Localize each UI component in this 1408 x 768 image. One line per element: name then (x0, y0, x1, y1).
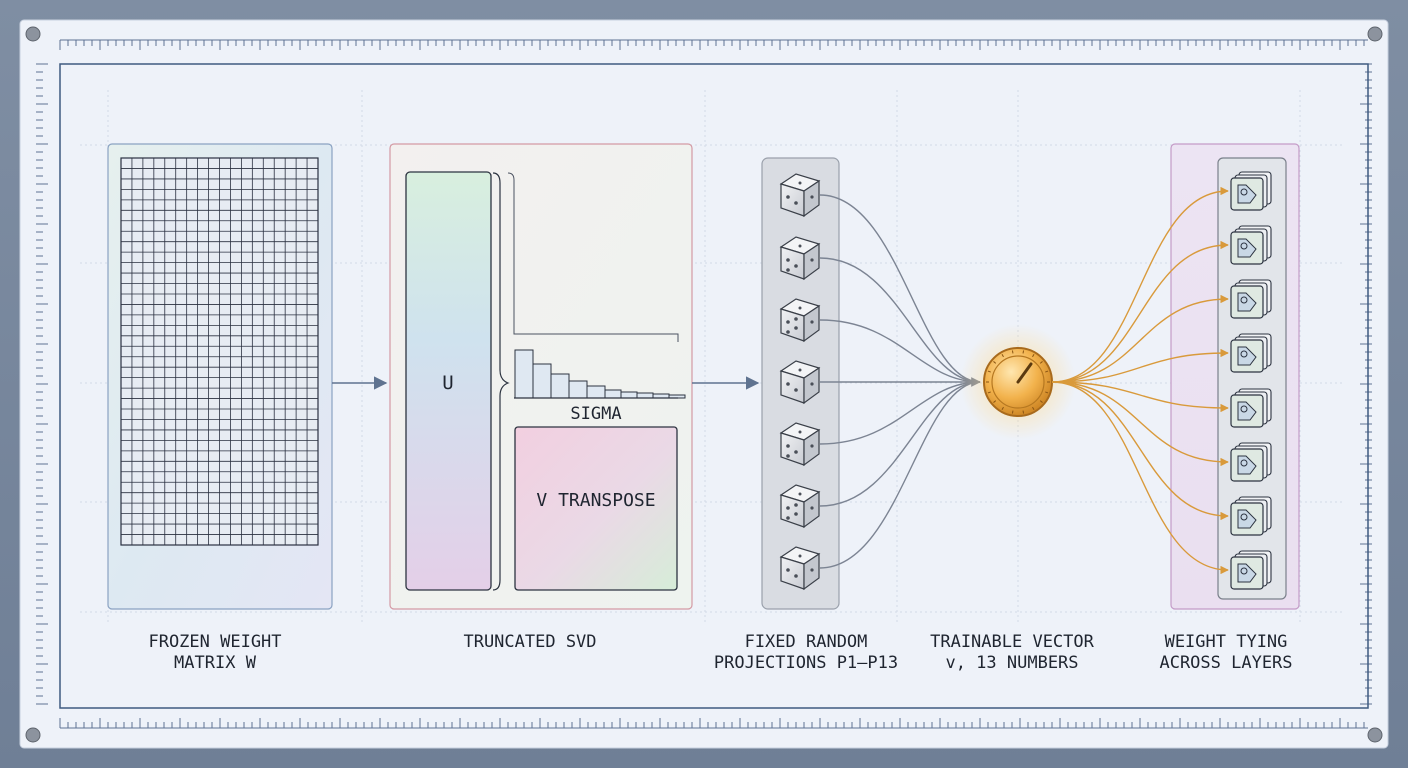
ruler-ticks (36, 39, 1372, 729)
tying-wires (1051, 186, 1229, 575)
stacked-layer-icon (1230, 550, 1272, 590)
weight-matrix-grid (120, 157, 319, 546)
v-transpose-matrix (514, 426, 678, 591)
inner-frame (59, 63, 1369, 709)
pin-bottom-left (25, 727, 41, 743)
stacked-layer-icon (1230, 279, 1272, 319)
sigma-bar-chart (514, 349, 686, 399)
svg-text:PROJECTIONS P1–P13: PROJECTIONS P1–P13 (714, 653, 898, 673)
stacked-layer-icon (1230, 333, 1272, 373)
dice-icon (779, 484, 821, 529)
u-brace (492, 172, 510, 591)
stacked-layer-icon (1230, 496, 1272, 536)
corner-pins (25, 26, 1383, 743)
svg-text:v, 13 NUMBERS: v, 13 NUMBERS (945, 653, 1078, 673)
svg-text:MATRIX W: MATRIX W (174, 653, 257, 673)
stacked-layer-icon (1230, 442, 1272, 482)
dice-icon (779, 546, 821, 591)
v-transpose-label: V TRANSPOSE (536, 490, 655, 511)
svg-text:FIXED RANDOM: FIXED RANDOM (745, 632, 868, 652)
caption-truncated-svd: TRUNCATED SVD (463, 632, 596, 652)
u-label: U (442, 372, 453, 394)
dice-icon (779, 173, 821, 218)
knob-dial-icon (983, 347, 1053, 417)
svg-text:WEIGHT TYING: WEIGHT TYING (1165, 632, 1288, 652)
svg-text:ACROSS LAYERS: ACROSS LAYERS (1159, 653, 1292, 673)
sigma-label: SIGMA (570, 404, 621, 424)
caption-projections: FIXED RANDOM PROJECTIONS P1–P13 (714, 632, 898, 673)
layer-stack-column (1217, 157, 1287, 600)
dice-icon (779, 236, 821, 281)
caption-weight-tying: WEIGHT TYING ACROSS LAYERS (1159, 632, 1292, 673)
svg-text:FROZEN WEIGHT: FROZEN WEIGHT (148, 632, 281, 652)
layer-icons (1230, 171, 1272, 590)
pin-top-left (25, 26, 41, 42)
pin-top-right (1367, 26, 1383, 42)
caption-weight-matrix: FROZEN WEIGHT MATRIX W (148, 632, 281, 673)
svg-text:TRUNCATED SVD: TRUNCATED SVD (463, 632, 596, 652)
dice-column (779, 173, 821, 591)
u-matrix (405, 171, 492, 591)
dice-icon (779, 360, 821, 405)
stacked-layer-icon (1230, 388, 1272, 428)
dice-icon (779, 422, 821, 467)
dice-icon (779, 298, 821, 343)
stacked-layer-icon (1230, 171, 1272, 211)
pin-bottom-right (1367, 727, 1383, 743)
sigma-bracket (507, 172, 679, 342)
stacked-layer-icon (1230, 225, 1272, 265)
projection-wires (819, 194, 981, 569)
caption-trainable-vector: TRAINABLE VECTOR v, 13 NUMBERS (930, 632, 1095, 673)
svg-text:TRAINABLE VECTOR: TRAINABLE VECTOR (930, 632, 1095, 652)
